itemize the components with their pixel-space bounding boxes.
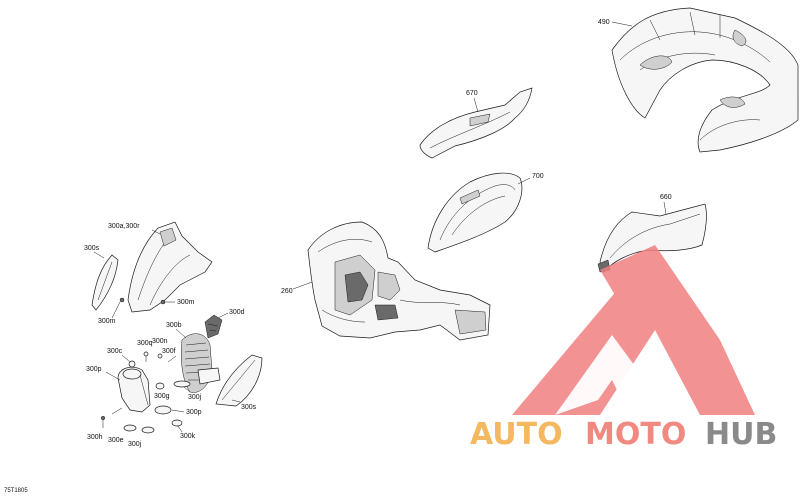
label-300j-a: 300j xyxy=(188,394,202,401)
leader-670 xyxy=(473,97,479,113)
part-300a-side-fairing[interactable] xyxy=(127,221,213,313)
label-300k: 300k xyxy=(180,433,196,440)
part-300d-bracket[interactable] xyxy=(204,314,223,339)
watermark-text-auto: AUTO xyxy=(470,417,563,452)
leader-660 xyxy=(663,201,667,215)
part-300j-clamp-b[interactable] xyxy=(141,426,155,434)
part-660-side-panel[interactable] xyxy=(597,203,707,273)
label-300s-left: 300s xyxy=(84,245,100,252)
part-300s-right-shield[interactable] xyxy=(215,354,263,407)
label-490: 490 xyxy=(598,19,610,26)
watermark-text-hub: HUB xyxy=(705,417,777,452)
label-300h: 300h xyxy=(87,434,103,441)
leader-700 xyxy=(517,177,531,185)
fastener-300m-a[interactable] xyxy=(119,297,125,303)
part-300g-grommet[interactable] xyxy=(155,382,165,390)
part-300f-screw[interactable] xyxy=(167,355,177,363)
leader-300c xyxy=(121,354,131,363)
label-300n: 300n xyxy=(152,338,168,345)
leader-300j-a xyxy=(183,386,191,393)
label-300g: 300g xyxy=(154,393,170,400)
part-300p-tube[interactable] xyxy=(117,366,151,413)
leader-300s-left xyxy=(93,251,105,259)
label-700: 700 xyxy=(532,173,544,180)
part-300p-clamp-b[interactable] xyxy=(154,405,172,415)
label-300f: 300f xyxy=(162,348,176,355)
label-300j-b: 300j xyxy=(128,441,142,448)
part-300b-air-duct[interactable] xyxy=(181,333,221,393)
part-300e-clip[interactable] xyxy=(111,407,137,432)
label-300s-right: 300s xyxy=(241,404,257,411)
part-300j-clamp-a[interactable] xyxy=(173,380,191,388)
label-260: 260 xyxy=(281,288,293,295)
automotohub-logo-icon xyxy=(512,245,755,415)
label-300m-a: 300m xyxy=(98,318,116,325)
label-300m-b: 300m xyxy=(177,299,195,306)
part-700-fender-cover[interactable] xyxy=(427,172,523,253)
leader-300k xyxy=(177,425,183,433)
label-300p-b: 300p xyxy=(186,409,202,416)
part-300k-grommet[interactable] xyxy=(171,419,183,427)
part-300n-clip[interactable] xyxy=(157,353,163,359)
leader-300p-a xyxy=(105,371,121,381)
leader-260 xyxy=(292,281,313,290)
label-670: 670 xyxy=(466,90,478,97)
part-300q-clip[interactable] xyxy=(143,351,149,362)
label-300d: 300d xyxy=(229,309,245,316)
watermark-text-moto: MOTO xyxy=(585,417,686,452)
label-300p-a: 300p xyxy=(86,366,102,373)
label-300e: 300e xyxy=(108,437,124,444)
leader-490 xyxy=(611,21,633,27)
leader-300m-a xyxy=(111,301,121,319)
leader-300b xyxy=(175,328,187,339)
label-660: 660 xyxy=(660,194,672,201)
part-300s-left-shield[interactable] xyxy=(91,254,119,311)
label-300q: 300q xyxy=(137,340,153,347)
part-670-side-panel[interactable] xyxy=(419,87,533,159)
part-490-rear-body[interactable] xyxy=(611,7,799,153)
leader-300p-b xyxy=(171,409,185,413)
label-300c: 300c xyxy=(107,348,123,355)
fastener-300m-b[interactable] xyxy=(160,299,166,305)
label-300a-300r: 300a,300r xyxy=(108,223,140,230)
leader-300a xyxy=(151,229,161,235)
leader-300s-right xyxy=(231,399,241,403)
label-300b: 300b xyxy=(166,322,182,329)
leader-300d xyxy=(217,312,229,319)
part-300h-screw[interactable] xyxy=(100,415,106,428)
part-260-front-body[interactable] xyxy=(307,221,491,341)
diagram-reference-code: 75T1805 xyxy=(4,488,28,494)
